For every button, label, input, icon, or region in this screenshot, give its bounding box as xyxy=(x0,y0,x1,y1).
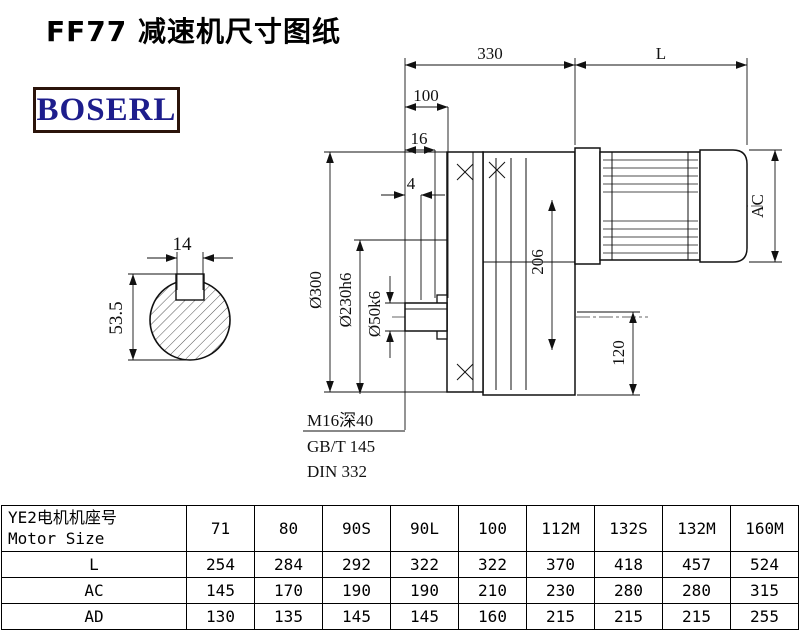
dimensions xyxy=(128,58,782,432)
table-row-AC: AC 145 170 190 190 210 230 280 280 315 xyxy=(1,577,799,604)
table-row-AD: AD 130 135 145 145 160 215 215 215 255 xyxy=(1,603,799,630)
table-cell: 284 xyxy=(254,551,323,578)
table-cell: 135 xyxy=(254,603,323,630)
dimension-table: YE2电机机座号 Motor Size 71 80 90S 90L 100 11… xyxy=(1,505,799,630)
gearbox-housing xyxy=(482,151,576,396)
size-col-header: 80 xyxy=(254,505,323,552)
table-cell: 145 xyxy=(322,603,391,630)
header-label-en: Motor Size xyxy=(8,528,105,548)
shaft-section-view xyxy=(149,273,231,361)
dim-shaft-label: Ø50k6 xyxy=(365,291,384,337)
table-cell: 280 xyxy=(662,577,731,604)
boserl-logo: BOSERL xyxy=(33,87,180,133)
table-cell: 190 xyxy=(390,577,459,604)
row-label: AC xyxy=(1,577,187,604)
size-col-header: 90S xyxy=(322,505,391,552)
table-cell: 215 xyxy=(662,603,731,630)
table-cell: 160 xyxy=(458,603,527,630)
dim-16-label: 16 xyxy=(411,129,428,148)
logo-text: BOSERL xyxy=(36,91,177,128)
dim-key-height-label: 53.5 xyxy=(106,301,127,334)
table-row-L: L 254 284 292 322 322 370 418 457 524 xyxy=(1,551,799,578)
dim-flange-od-label: Ø300 xyxy=(306,271,325,309)
dim-L-label: L xyxy=(656,44,666,63)
motor-size-header-cell: YE2电机机座号 Motor Size xyxy=(1,505,187,552)
table-cell: 322 xyxy=(390,551,459,578)
dim-120-label: 120 xyxy=(609,340,628,366)
table-cell: 215 xyxy=(594,603,663,630)
size-col-header: 90L xyxy=(390,505,459,552)
table-cell: 230 xyxy=(526,577,595,604)
size-col-header: 160M xyxy=(730,505,799,552)
table-cell: 170 xyxy=(254,577,323,604)
dim-spigot-label: Ø230h6 xyxy=(336,273,355,328)
table-cell: 315 xyxy=(730,577,799,604)
table-cell: 254 xyxy=(186,551,255,578)
size-col-header: 112M xyxy=(526,505,595,552)
note-gb-standard: GB/T 145 xyxy=(307,437,375,456)
dim-330-label: 330 xyxy=(477,44,503,63)
size-col-header: 71 xyxy=(186,505,255,552)
dim-key-width-label: 14 xyxy=(173,234,193,255)
table-cell: 457 xyxy=(662,551,731,578)
dim-206-label: 206 xyxy=(528,249,547,275)
output-shaft xyxy=(404,302,448,332)
note-tap-hole: M16深40 xyxy=(307,411,373,430)
table-cell: 280 xyxy=(594,577,663,604)
table-cell: 370 xyxy=(526,551,595,578)
header-label-cn: YE2电机机座号 xyxy=(8,507,117,527)
table-cell: 210 xyxy=(458,577,527,604)
output-flange xyxy=(446,151,484,393)
dim-4-label: 4 xyxy=(407,174,416,193)
table-cell: 322 xyxy=(458,551,527,578)
table-cell: 215 xyxy=(526,603,595,630)
table-cell: 418 xyxy=(594,551,663,578)
dimension-labels: 330 L 100 16 4 AC 206 120 Ø300 Ø230h6 Ø5… xyxy=(106,44,767,481)
note-din-standard: DIN 332 xyxy=(307,462,367,481)
keyway xyxy=(175,273,205,301)
bolt-hole-marks xyxy=(456,161,506,381)
motor-adapter xyxy=(574,147,601,265)
row-label: L xyxy=(1,551,187,578)
size-col-header: 132M xyxy=(662,505,731,552)
table-cell: 190 xyxy=(322,577,391,604)
size-col-header: 132S xyxy=(594,505,663,552)
table-cell: 130 xyxy=(186,603,255,630)
table-cell: 524 xyxy=(730,551,799,578)
row-label: AD xyxy=(1,603,187,630)
dim-AC-label: AC xyxy=(748,194,767,218)
size-col-header: 100 xyxy=(458,505,527,552)
table-cell: 145 xyxy=(186,577,255,604)
fan-cover xyxy=(699,149,748,263)
table-cell: 292 xyxy=(322,551,391,578)
page-title: FF77 减速机尺寸图纸 xyxy=(46,15,341,48)
gearmotor-side-view xyxy=(404,147,748,396)
table-header-row: YE2电机机座号 Motor Size 71 80 90S 90L 100 11… xyxy=(1,505,799,552)
table-cell: 145 xyxy=(390,603,459,630)
table-cell: 255 xyxy=(730,603,799,630)
dim-100-label: 100 xyxy=(413,86,439,105)
